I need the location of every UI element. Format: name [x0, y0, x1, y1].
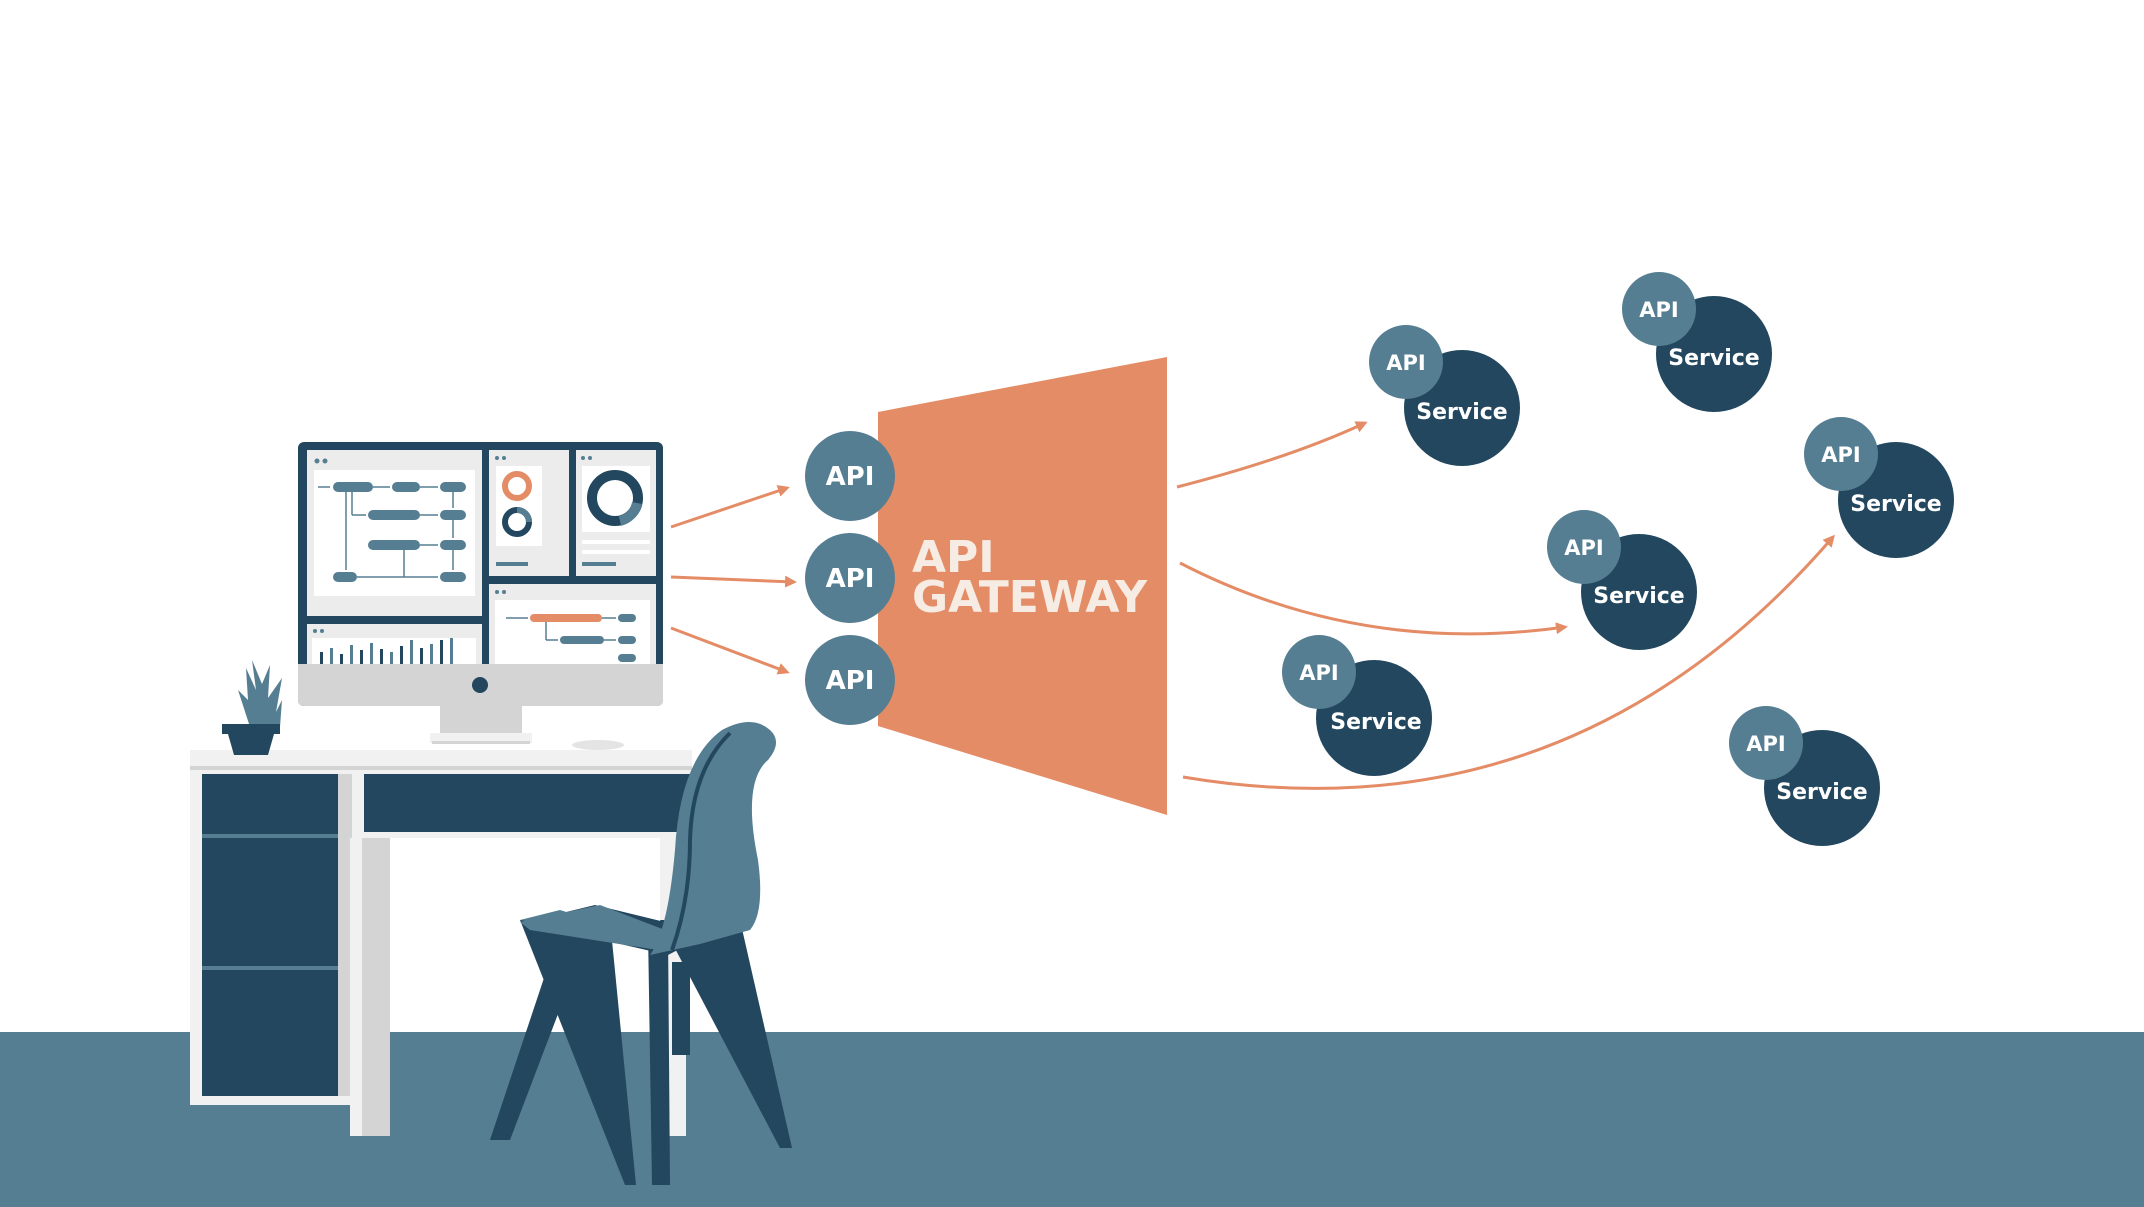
service-node-2-api-label: API [1639, 298, 1678, 322]
api-gateway-title-line-2: GATEWAY [912, 572, 1148, 623]
arrow-gateway-to-service-1 [1176, 421, 1368, 489]
arrow-computer-to-api-1 [670, 485, 790, 529]
desk [190, 750, 692, 1136]
service-node-1: API Service [1369, 325, 1520, 466]
client-api-2-label: API [826, 564, 875, 594]
service-node-3-api-label: API [1821, 443, 1860, 467]
service-node-4-service-label: Service [1593, 584, 1684, 609]
office-chair [490, 722, 792, 1185]
service-node-4-api-label: API [1564, 536, 1603, 560]
desk-drawers [202, 774, 338, 1096]
service-node-5-api-label: API [1299, 661, 1338, 685]
client-api-3: API [805, 635, 895, 725]
service-node-3: API Service [1804, 417, 1954, 558]
plant [222, 660, 282, 755]
service-node-6: API Service [1729, 706, 1880, 846]
service-node-1-service-label: Service [1416, 400, 1507, 425]
arrow-computer-to-api-2 [670, 575, 797, 588]
service-node-3-service-label: Service [1850, 492, 1941, 517]
client-api-2: API [805, 533, 895, 623]
service-node-2: API Service [1622, 272, 1772, 412]
computer-mouse [572, 740, 624, 750]
client-api-3-label: API [826, 666, 875, 696]
service-node-5: API Service [1282, 635, 1432, 776]
service-node-6-service-label: Service [1776, 780, 1867, 805]
desk-drawer [364, 774, 690, 832]
service-node-2-service-label: Service [1668, 346, 1759, 371]
service-node-5-service-label: Service [1330, 710, 1421, 735]
arrow-computer-to-api-3 [670, 626, 790, 675]
api-gateway-shape [878, 357, 1167, 815]
arrow-gateway-to-service-3 [1182, 534, 1835, 790]
api-gateway-title-line-1: API [912, 532, 995, 583]
client-api-1: API [805, 431, 895, 521]
computer-monitor [298, 442, 663, 744]
service-node-1-api-label: API [1386, 351, 1425, 375]
client-api-1-label: API [826, 462, 875, 492]
service-node-4: API Service [1547, 510, 1697, 650]
service-node-6-api-label: API [1746, 732, 1785, 756]
arrow-gateway-to-service-2 [1179, 561, 1568, 636]
